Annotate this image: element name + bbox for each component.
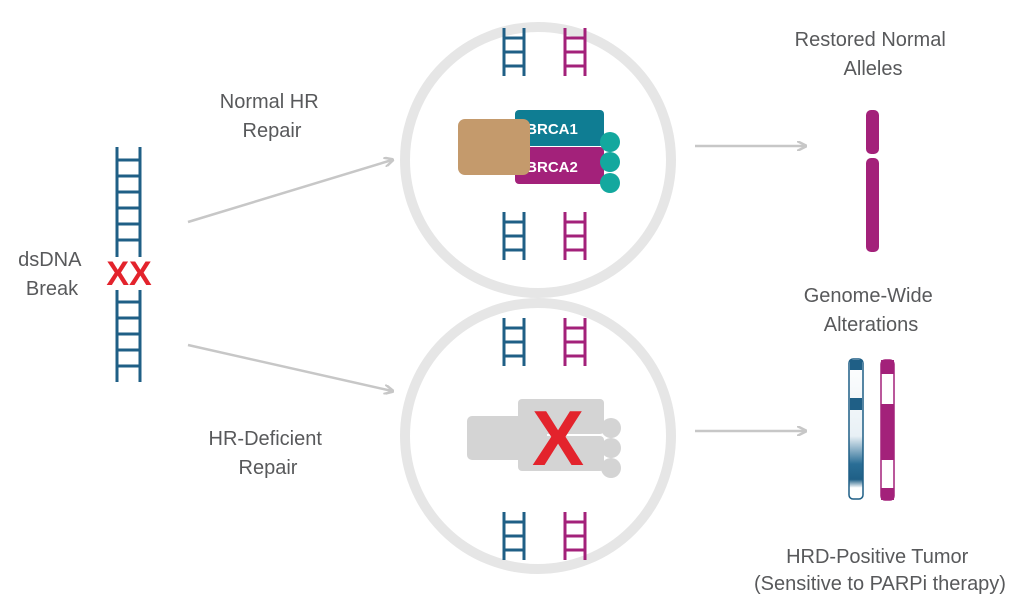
brca1-protein: [515, 110, 604, 146]
arrow-to-normal-repair: [187, 160, 392, 224]
altered-chromosome-magenta: [880, 359, 895, 501]
inactive-dot: [601, 418, 621, 438]
brca1-label: BRCA1: [526, 121, 578, 138]
tan-protein-complex: [458, 119, 530, 175]
teal-dot: [600, 132, 620, 152]
broken-dna-ladder: [115, 147, 142, 382]
inactive-brca2: [518, 436, 604, 471]
brca2-label: BRCA2: [526, 159, 578, 176]
normal-hr-repair-label: Normal HR Repair: [220, 91, 324, 142]
inactive-dot: [601, 438, 621, 458]
brca2-protein: [515, 147, 604, 184]
inactive-dot: [601, 458, 621, 478]
inactive-brca1: [518, 399, 604, 434]
hrd-positive-tumor-label: HRD-Positive Tumor (Sensitive to PARPi t…: [754, 546, 1006, 595]
deficient-repair-nucleus: X: [400, 298, 676, 574]
restored-chromosome: [866, 110, 879, 252]
hr-deficient-repair-label: HR-Deficient Repair: [209, 428, 328, 479]
dna-lower-segment: [115, 290, 142, 382]
genome-wide-alterations-label: Genome-Wide Alterations: [804, 285, 939, 336]
restored-normal-alleles-label: Restored Normal Alleles: [795, 29, 952, 80]
altered-chromosome-blue: [848, 358, 864, 500]
break-marks: XX: [106, 255, 152, 293]
dna-upper-segment: [115, 147, 142, 257]
arrow-to-deficient-repair: [187, 343, 392, 391]
dsdna-break-label: dsDNA Break: [18, 249, 86, 300]
normal-repair-nucleus: BRCA1 BRCA2: [400, 22, 676, 298]
deficiency-mark: X: [532, 394, 584, 482]
teal-dot: [600, 152, 620, 172]
teal-dot: [600, 173, 620, 193]
